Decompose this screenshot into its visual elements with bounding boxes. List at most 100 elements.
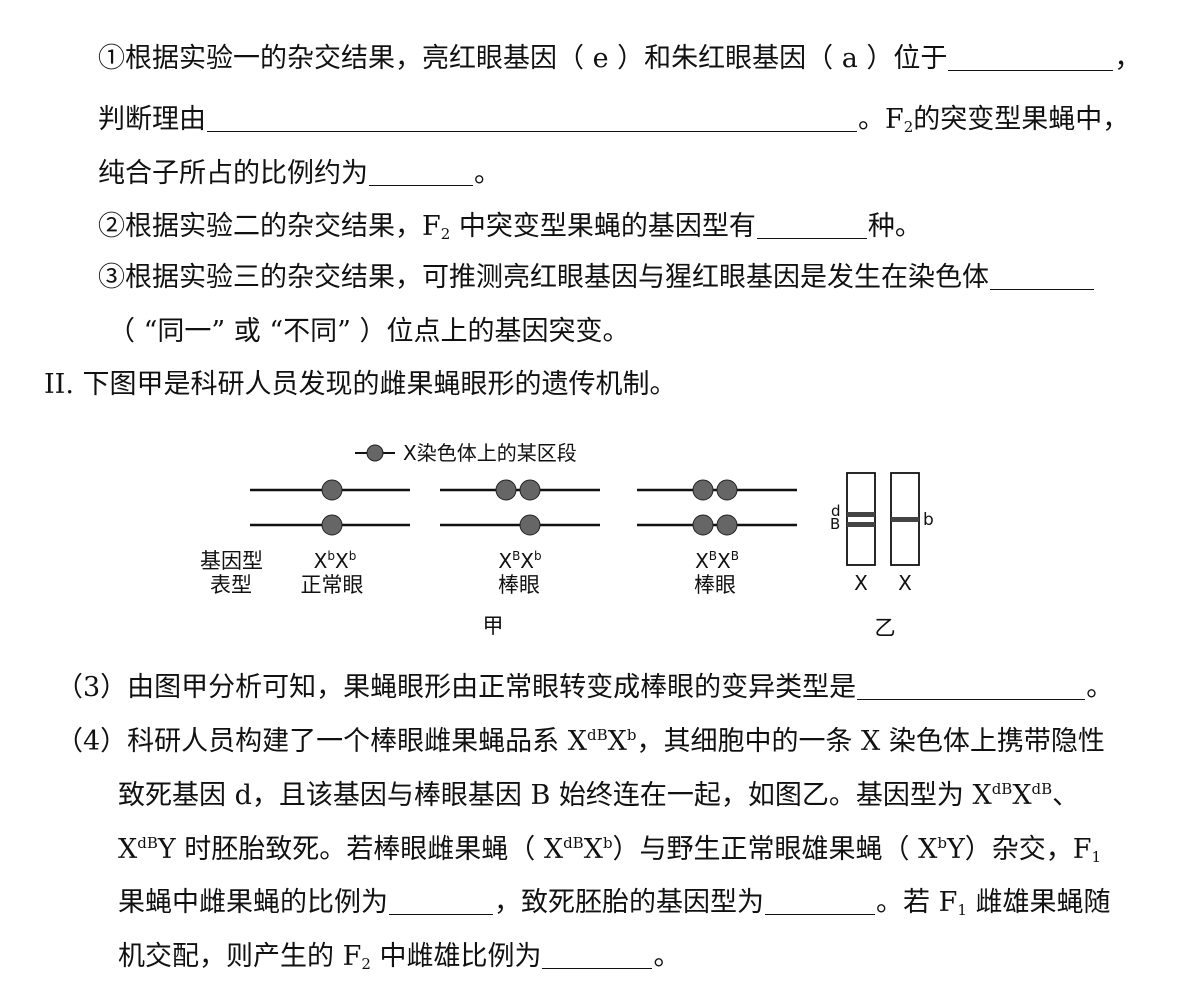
gene-dot-3b (716, 479, 738, 501)
q4-sub-2: 1 (957, 901, 967, 919)
q4-text-5a: 机交配，则产生的 F (118, 941, 362, 972)
phenotype-label-2: 棒眼 (498, 573, 540, 597)
caption-yi: 乙 (875, 616, 896, 640)
answer-blank-9[interactable] (542, 942, 653, 969)
yi-label-B: B (830, 515, 840, 533)
gene-dot-3c (692, 514, 714, 536)
genotype-label-2: XBXb (498, 549, 541, 573)
q3-text-b: （ “同一” 或 “不同” ）位点上的基因突变。 (108, 316, 630, 347)
q4-sup-5: dB (137, 834, 158, 852)
question-3-line-1: ③根据实验三的杂交结果，可推测亮红眼基因与猩红眼基因是发生在染色体 (98, 261, 1180, 295)
question-4-line-5: 机交配，则产生的 F2 中雌雄比例为 。 (118, 940, 1180, 974)
answer-blank-6[interactable] (857, 673, 1086, 700)
q4-text-4a: 果蝇中雌果蝇的比例为 (118, 887, 388, 918)
yi-chromosome-1 (846, 472, 876, 566)
q4-text-2c: 、 (1052, 780, 1080, 811)
q2-text-c: 种。 (867, 211, 922, 242)
q4-text-3d: ）与野生正常眼雄果蝇（ X (612, 834, 938, 865)
question-1-line-1: ①根据实验一的杂交结果，亮红眼基因（ e ）和朱红眼基因（ a ）位于 ， (98, 42, 1180, 76)
answer-blank-1[interactable] (948, 44, 1114, 71)
question-4-line-2: 致死基因 d，且该基因与棒眼基因 B 始终连在一起，如图乙。基因型为 XdBXd… (118, 779, 1180, 813)
q4-sup-4: dB (1031, 780, 1053, 798)
q4-text-5b: 中雌雄比例为 (370, 941, 542, 972)
q4-text-3b: Y 时胚胎致死。若棒眼雌果蝇（ X (157, 834, 564, 865)
gene-dot-3d (716, 514, 738, 536)
gene-dot-2a (495, 479, 517, 501)
answer-blank-7[interactable] (389, 888, 493, 915)
gene-dot-2b (519, 479, 541, 501)
figure-legend: X染色体上的某区段 (355, 441, 577, 465)
q1-text-c: 的突变型果蝇中， (913, 104, 1130, 135)
q4-sup-7: b (602, 834, 613, 852)
q3-part-text: （3）由图甲分析可知，果蝇眼形由正常眼转变成棒眼的变异类型是 (56, 672, 857, 703)
answer-blank-4[interactable] (756, 212, 867, 239)
q4-sub-1: 1 (1091, 848, 1102, 866)
caption-jia: 甲 (483, 614, 504, 638)
q4-sup-2: b (626, 726, 637, 744)
question-3-part: （3）由图甲分析可知，果蝇眼形由正常眼转变成棒眼的变异类型是 。 (56, 671, 1180, 705)
yi-label-d: d (831, 502, 841, 520)
chromosome-pair-2 (440, 479, 600, 536)
yi-band-b (891, 517, 919, 522)
q3-text-a: ③根据实验三的杂交结果，可推测亮红眼基因与猩红眼基因是发生在染色体 (98, 262, 989, 293)
yi-band-B (847, 522, 875, 527)
q2-text-a: ②根据实验二的杂交结果，F (98, 211, 441, 242)
gene-dot-1a (321, 479, 343, 501)
q1-reason-label: 判断理由 (98, 104, 206, 135)
q4-text-1a: （4）科研人员构建了一个棒眼雌果蝇品系 X (56, 726, 587, 757)
chromosome-pair-3 (637, 479, 797, 536)
q4-text-4d: 雌雄果蝇随 (966, 887, 1111, 918)
legend-gene-dot (366, 444, 384, 462)
q1-text-d: 纯合子所占的比例约为 (98, 158, 368, 189)
yi-label-b: b (923, 510, 934, 530)
gene-dot-3a (692, 479, 714, 501)
q4-text-4c: 。若 F (876, 887, 958, 918)
q2-text-b: 中突变型果蝇的基因型有 (450, 211, 756, 242)
q1-text-b: ， (1114, 43, 1142, 74)
q4-text-4b: ，致死胚胎的基因型为 (494, 887, 764, 918)
question-4-line-4: 果蝇中雌果蝇的比例为 ，致死胚胎的基因型为 。若 F1 雌雄果蝇随 (118, 886, 1180, 920)
row-label-phenotype: 表型 (210, 573, 252, 597)
q3-part-end: 。 (1086, 672, 1114, 703)
chromosome-figure: X染色体上的某区段 基因型 表型 XbXb 正常眼 XBXb 棒眼 XBXB 棒… (200, 441, 934, 640)
question-3-line-2: （ “同一” 或 “不同” ）位点上的基因突变。 (108, 315, 1180, 349)
genotype-label-1: XbXb (314, 549, 357, 573)
answer-blank-3[interactable] (369, 159, 473, 186)
part-2-heading: II. 下图甲是科研人员发现的雌果蝇眼形的遗传机制。 (44, 368, 1180, 402)
answer-blank-2[interactable] (207, 105, 857, 132)
question-1-line-3: 纯合子所占的比例约为 。 (98, 157, 1180, 191)
q4-text-2b: X (1012, 780, 1032, 811)
answer-blank-8[interactable] (765, 888, 875, 915)
gene-dot-2c (519, 514, 541, 536)
q4-sup-6: dB (563, 834, 584, 852)
chromosome-pair-1 (250, 479, 410, 536)
q4-text-3a: X (118, 834, 138, 865)
q4-sup-3: dB (991, 780, 1013, 798)
q4-text-5c: 。 (653, 941, 681, 972)
question-2-line: ②根据实验二的杂交结果，F2 中突变型果蝇的基因型有 种。 (98, 210, 1180, 244)
yi-chrom-label-1: X (854, 571, 868, 595)
q4-text-3e: Y）杂交，F (946, 834, 1092, 865)
q1-f2-subscript: 2 (903, 118, 914, 136)
figure-yi: d B b X X 乙 (830, 472, 934, 640)
row-label-genotype: 基因型 (200, 549, 263, 573)
q1-text-a: ①根据实验一的杂交结果，亮红眼基因（ e ）和朱红眼基因（ a ）位于 (98, 43, 948, 74)
gene-dot-1b (321, 514, 343, 536)
question-4-line-1: （4）科研人员构建了一个棒眼雌果蝇品系 XdBXb，其细胞中的一条 X 染色体上… (56, 725, 1180, 759)
q4-text-1b: X (607, 726, 627, 757)
q4-text-2a: 致死基因 d，且该基因与棒眼基因 B 始终连在一起，如图乙。基因型为 X (118, 780, 992, 811)
question-4-line-3: XdBY 时胚胎致死。若棒眼雌果蝇（ XdBXb）与野生正常眼雄果蝇（ XbY）… (118, 833, 1180, 867)
q4-sup-1: dB (586, 726, 608, 744)
answer-blank-5[interactable] (990, 263, 1094, 290)
q2-subscript: 2 (440, 225, 451, 243)
part-2-heading-text: II. 下图甲是科研人员发现的雌果蝇眼形的遗传机制。 (44, 369, 677, 400)
q4-text-1c: ，其细胞中的一条 X 染色体上携带隐性 (636, 726, 1105, 757)
phenotype-label-1: 正常眼 (301, 573, 364, 597)
q1-text-e: 。 (474, 158, 501, 189)
legend-text: X染色体上的某区段 (403, 441, 577, 465)
phenotype-label-3: 棒眼 (694, 573, 736, 597)
q4-sub-3: 2 (361, 955, 371, 973)
yi-chrom-label-2: X (898, 571, 912, 595)
q1-f2-label: 。F (858, 104, 904, 135)
q4-sup-8: b (937, 834, 947, 852)
